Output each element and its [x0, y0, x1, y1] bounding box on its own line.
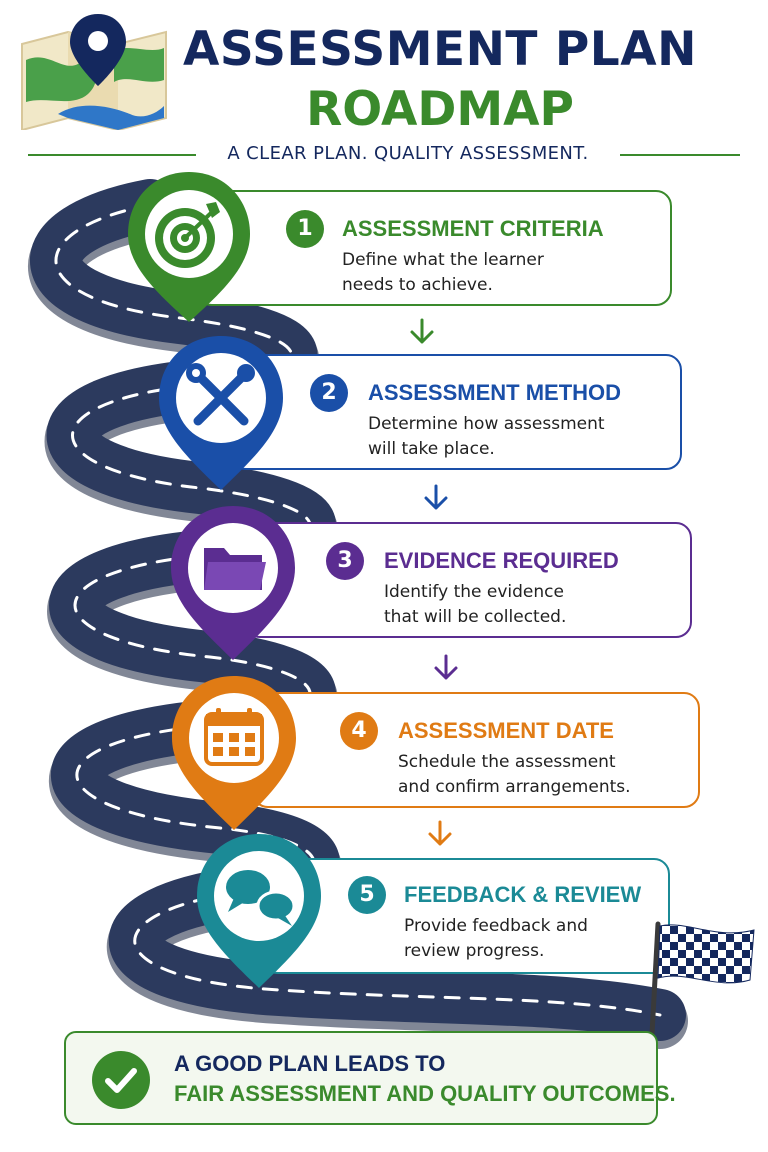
step-title: ASSESSMENT DATE	[398, 718, 614, 743]
step-card-1: 1 ASSESSMENT CRITERIA Define what the le…	[196, 190, 672, 306]
checkered-flag-icon	[649, 921, 755, 1036]
step-number-badge: 2	[310, 374, 348, 412]
step-title: ASSESSMENT METHOD	[368, 380, 622, 405]
step-description: Identify the evidence that will be colle…	[384, 580, 664, 630]
step-description-line: Provide feedback and	[404, 916, 588, 936]
step-card-2: 2 ASSESSMENT METHOD Determine how assess…	[230, 354, 682, 470]
step-description-line: Identify the evidence	[384, 582, 564, 602]
step-card-5: 5 FEEDBACK & REVIEW Provide feedback and…	[262, 858, 670, 974]
step-number-badge: 5	[348, 876, 386, 914]
step-description: Determine how assessment will take place…	[368, 412, 648, 462]
step-title: EVIDENCE REQUIRED	[384, 548, 619, 573]
tagline-rule-left	[28, 154, 196, 156]
page-title: ASSESSMENT PLAN	[183, 22, 697, 77]
step-description-line: Define what the learner	[342, 250, 544, 270]
tagline: A CLEAR PLAN. QUALITY ASSESSMENT.	[227, 143, 589, 164]
map-pin-icon	[21, 14, 167, 130]
checkmark-icon	[92, 1051, 150, 1109]
tagline-rule-right	[620, 154, 740, 156]
step-title: ASSESSMENT CRITERIA	[342, 216, 604, 241]
step-description-line: needs to achieve.	[342, 275, 493, 295]
step-description: Provide feedback and review progress.	[404, 914, 684, 964]
step-description-line: review progress.	[404, 941, 545, 961]
step-number-badge: 3	[326, 542, 364, 580]
page-subtitle: ROADMAP	[306, 82, 574, 137]
step-description-line: Schedule the assessment	[398, 752, 616, 772]
step-number-badge: 1	[286, 210, 324, 248]
footer-line-2: FAIR ASSESSMENT AND QUALITY OUTCOMES.	[174, 1081, 676, 1106]
step-description-line: Determine how assessment	[368, 414, 605, 434]
step-card-4: 4 ASSESSMENT DATE Schedule the assessmen…	[252, 692, 700, 808]
step-description: Schedule the assessment and confirm arra…	[398, 750, 678, 800]
step-description-line: and confirm arrangements.	[398, 777, 631, 797]
step-description: Define what the learner needs to achieve…	[342, 248, 622, 298]
step-description-line: that will be collected.	[384, 607, 567, 627]
footer-line-1: A GOOD PLAN LEADS TO	[174, 1051, 446, 1076]
step-card-3: 3 EVIDENCE REQUIRED Identify the evidenc…	[244, 522, 692, 638]
step-title: FEEDBACK & REVIEW	[404, 882, 642, 907]
footer-banner: A GOOD PLAN LEADS TO FAIR ASSESSMENT AND…	[64, 1031, 676, 1125]
step-description-line: will take place.	[368, 439, 495, 459]
step-number-badge: 4	[340, 712, 378, 750]
